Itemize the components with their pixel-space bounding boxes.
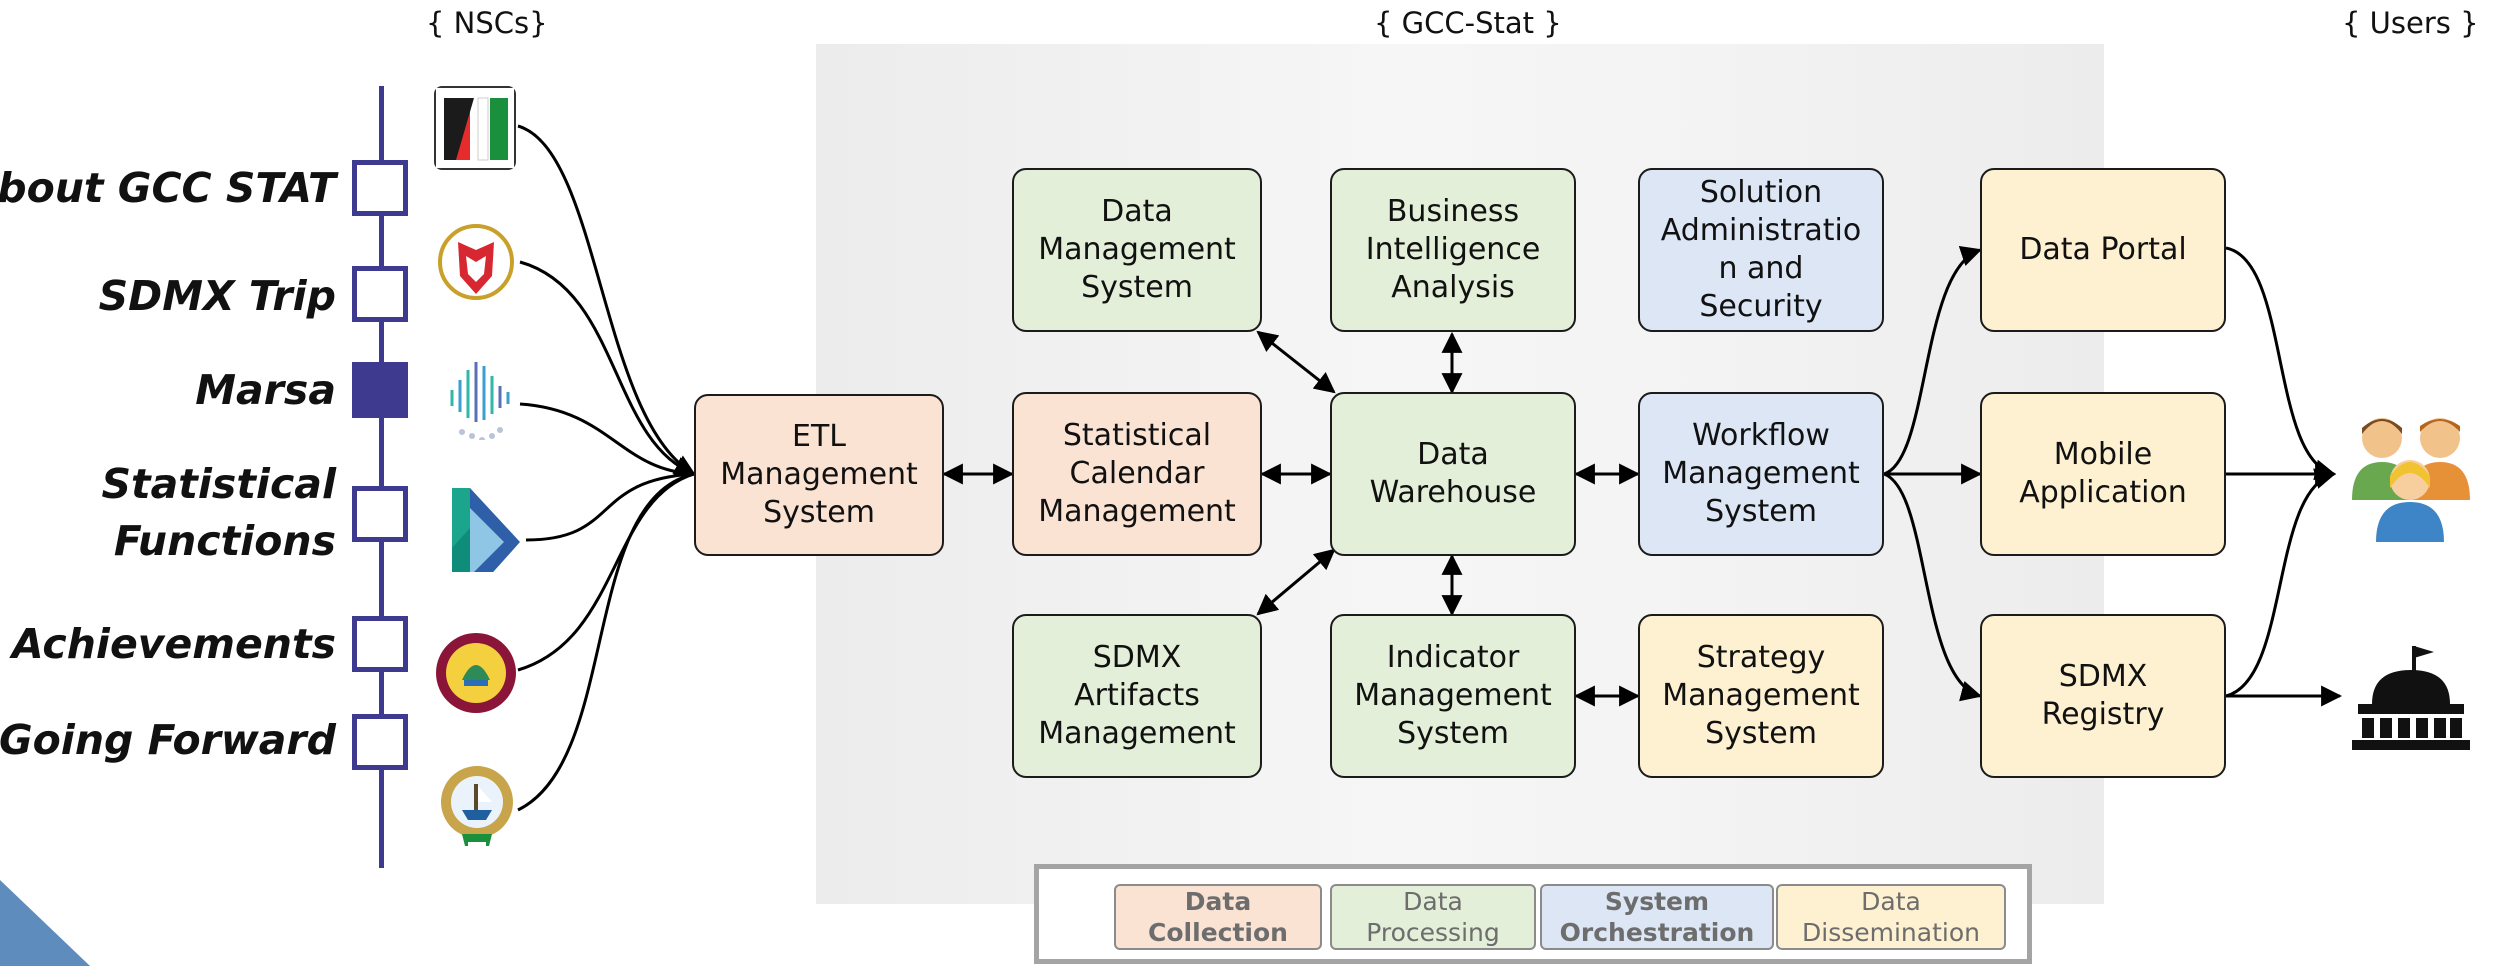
menu-item-marsa[interactable]: Marsa <box>195 366 336 414</box>
link-kuwait-to-etl <box>517 472 695 812</box>
nav-timeline <box>379 86 384 868</box>
menu-item-about-gcc-stat[interactable]: About GCC STAT <box>0 164 336 212</box>
oman-ncsi-logo <box>444 488 526 572</box>
header-gccstat: { GCC-Stat } <box>1374 6 1562 40</box>
link-registry-users <box>2225 468 2337 698</box>
header-nscs: { NSCs} <box>426 6 548 40</box>
menu-item-statistical-functions[interactable]: Statistical Functions <box>101 456 336 570</box>
saudi-gastat-logo <box>440 356 522 440</box>
nav-box-about-gcc-stat[interactable] <box>352 160 408 216</box>
nav-box-going-forward[interactable] <box>352 714 408 770</box>
link-portal-users <box>2225 246 2337 481</box>
link-wms-portal <box>1883 246 1982 476</box>
corner-accent <box>0 880 90 966</box>
nav-box-achievements[interactable] <box>352 616 408 672</box>
menu-item-statistical-functions-line1: Statistical <box>101 460 336 508</box>
link-bahrain-to-etl <box>519 260 696 477</box>
qatar-psa-logo <box>434 630 516 714</box>
users-group-icon <box>2336 404 2486 544</box>
nav-box-sdmx-trip[interactable] <box>352 266 408 322</box>
menu-item-statistical-functions-line2: Functions <box>113 517 336 565</box>
nav-box-marsa[interactable] <box>352 362 408 418</box>
bahrain-emblem-logo <box>436 220 518 304</box>
header-users: { Users } <box>2342 6 2479 40</box>
link-saudi-to-etl <box>519 402 695 476</box>
link-dw-dms <box>1256 330 1336 394</box>
link-dw-artifacts <box>1256 548 1336 616</box>
link-uae-to-etl <box>517 124 696 476</box>
kuwait-csb-logo <box>436 762 518 846</box>
government-building-icon <box>2348 640 2474 752</box>
node-data-portal[interactable]: Data Portal <box>1980 168 2226 332</box>
menu-item-going-forward[interactable]: Going Forward <box>0 716 336 764</box>
link-oman-to-etl <box>525 472 695 542</box>
menu-item-sdmx-trip[interactable]: SDMX Trip <box>98 272 336 320</box>
uae-fcsc-logo <box>434 86 516 170</box>
link-qatar-to-etl <box>517 472 695 672</box>
menu-item-achievements[interactable]: Achievements <box>11 620 336 668</box>
link-wms-registry <box>1883 472 1983 702</box>
nav-box-statistical-functions[interactable] <box>352 486 408 542</box>
